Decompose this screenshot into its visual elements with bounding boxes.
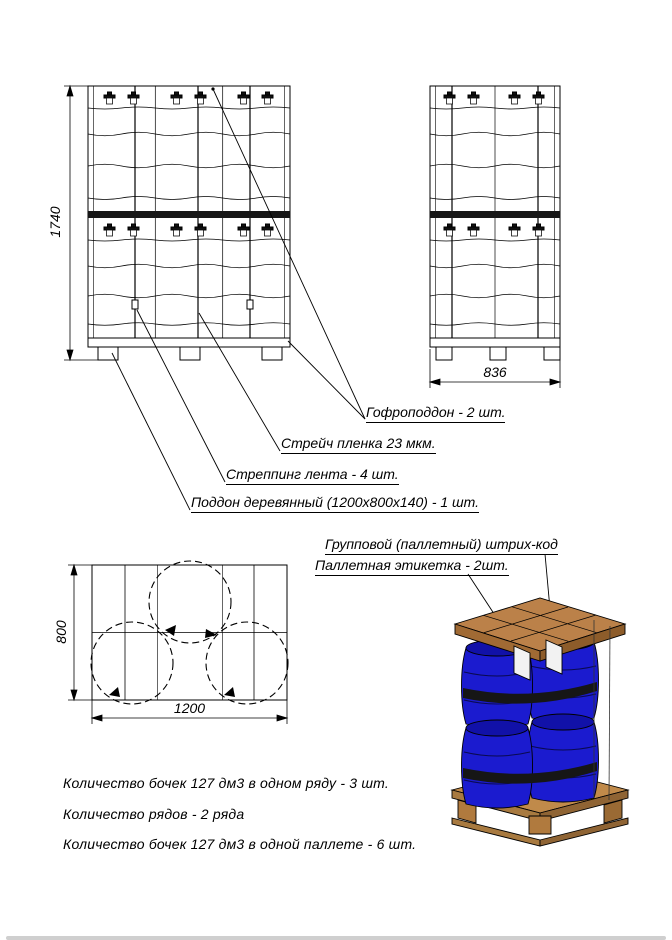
- note-row-count: Количество рядов - 2 ряда: [63, 806, 245, 822]
- bung-mark-icon: [224, 687, 235, 697]
- barrel-cap-icon: [532, 223, 545, 237]
- dim-top-height: 800: [53, 620, 69, 644]
- strap-buckle-icon: [131, 299, 139, 310]
- barrel-cap-icon: [508, 91, 521, 105]
- callout-corrugated-tray: Гофроподдон - 2 шт.: [366, 404, 506, 423]
- bung-mark-icon: [165, 625, 176, 636]
- callout-strapping-tape: Стреппинг лента - 4 шт.: [226, 466, 399, 485]
- barrel-outline-circle: [90, 621, 174, 705]
- pallet-label-plate: [545, 639, 563, 675]
- dim-front-height: 1740: [47, 206, 63, 238]
- barrel-cap-icon: [467, 223, 480, 237]
- dim-side-width: 836: [483, 364, 507, 380]
- barrel-cap-icon: [170, 223, 183, 237]
- front-view-drawing: [87, 85, 291, 361]
- pallet-front: [87, 337, 291, 361]
- pallet-side: [429, 337, 561, 361]
- side-view-drawing: [429, 85, 561, 361]
- barrel-cap-icon: [237, 223, 250, 237]
- barrel-cap-icon: [127, 223, 140, 237]
- barrel-cap-icon: [170, 91, 183, 105]
- isometric-view-drawing: [450, 597, 630, 847]
- window-bottom-edge: [6, 936, 666, 940]
- barrel-cap-icon: [467, 91, 480, 105]
- barrel-3d: [527, 713, 599, 803]
- barrel-cap-icon: [508, 223, 521, 237]
- bung-mark-icon: [205, 629, 217, 638]
- pallet-label-plate: [513, 645, 531, 681]
- callout-wooden-pallet: Поддон деревянный (1200х800х140) - 1 шт.: [191, 494, 480, 513]
- dim-top-width: 1200: [173, 700, 206, 716]
- strap-buckle-icon: [246, 299, 254, 310]
- barrel-cap-icon: [261, 91, 274, 105]
- barrel-outline-circle: [148, 560, 232, 644]
- barrel-cap-icon: [127, 91, 140, 105]
- strap-band-3d: [463, 762, 597, 784]
- bung-mark-icon: [109, 687, 120, 697]
- barrel-cap-icon: [532, 91, 545, 105]
- barrel-cap-icon: [237, 91, 250, 105]
- barrel-cap-icon: [103, 91, 116, 105]
- callout-pallet-label: Паллетная этикетка - 2шт.: [315, 557, 509, 576]
- top-view-drawing: [90, 560, 289, 705]
- barrel-cap-icon: [194, 223, 207, 237]
- tier-divider-band: [88, 211, 290, 218]
- barrel-cap-icon: [261, 223, 274, 237]
- callout-group-barcode: Групповой (паллетный) штрих-код: [325, 536, 558, 555]
- barrel-cap-icon: [443, 223, 456, 237]
- barrel-cap-icon: [103, 223, 116, 237]
- barrel-cap-icon: [443, 91, 456, 105]
- barrel-3d: [461, 719, 533, 809]
- tier-divider-band: [430, 211, 560, 218]
- strap-band-3d: [463, 682, 597, 704]
- barrel-cap-icon: [194, 91, 207, 105]
- note-barrels-per-row: Количество бочек 127 дм3 в одном ряду - …: [63, 775, 389, 791]
- barrel-outline-circle: [205, 621, 289, 705]
- note-barrels-per-pallet: Количество бочек 127 дм3 в одной паллете…: [63, 836, 417, 852]
- dimension-lines: [64, 84, 562, 724]
- callout-stretch-film: Стрейч пленка 23 мкм.: [281, 435, 436, 454]
